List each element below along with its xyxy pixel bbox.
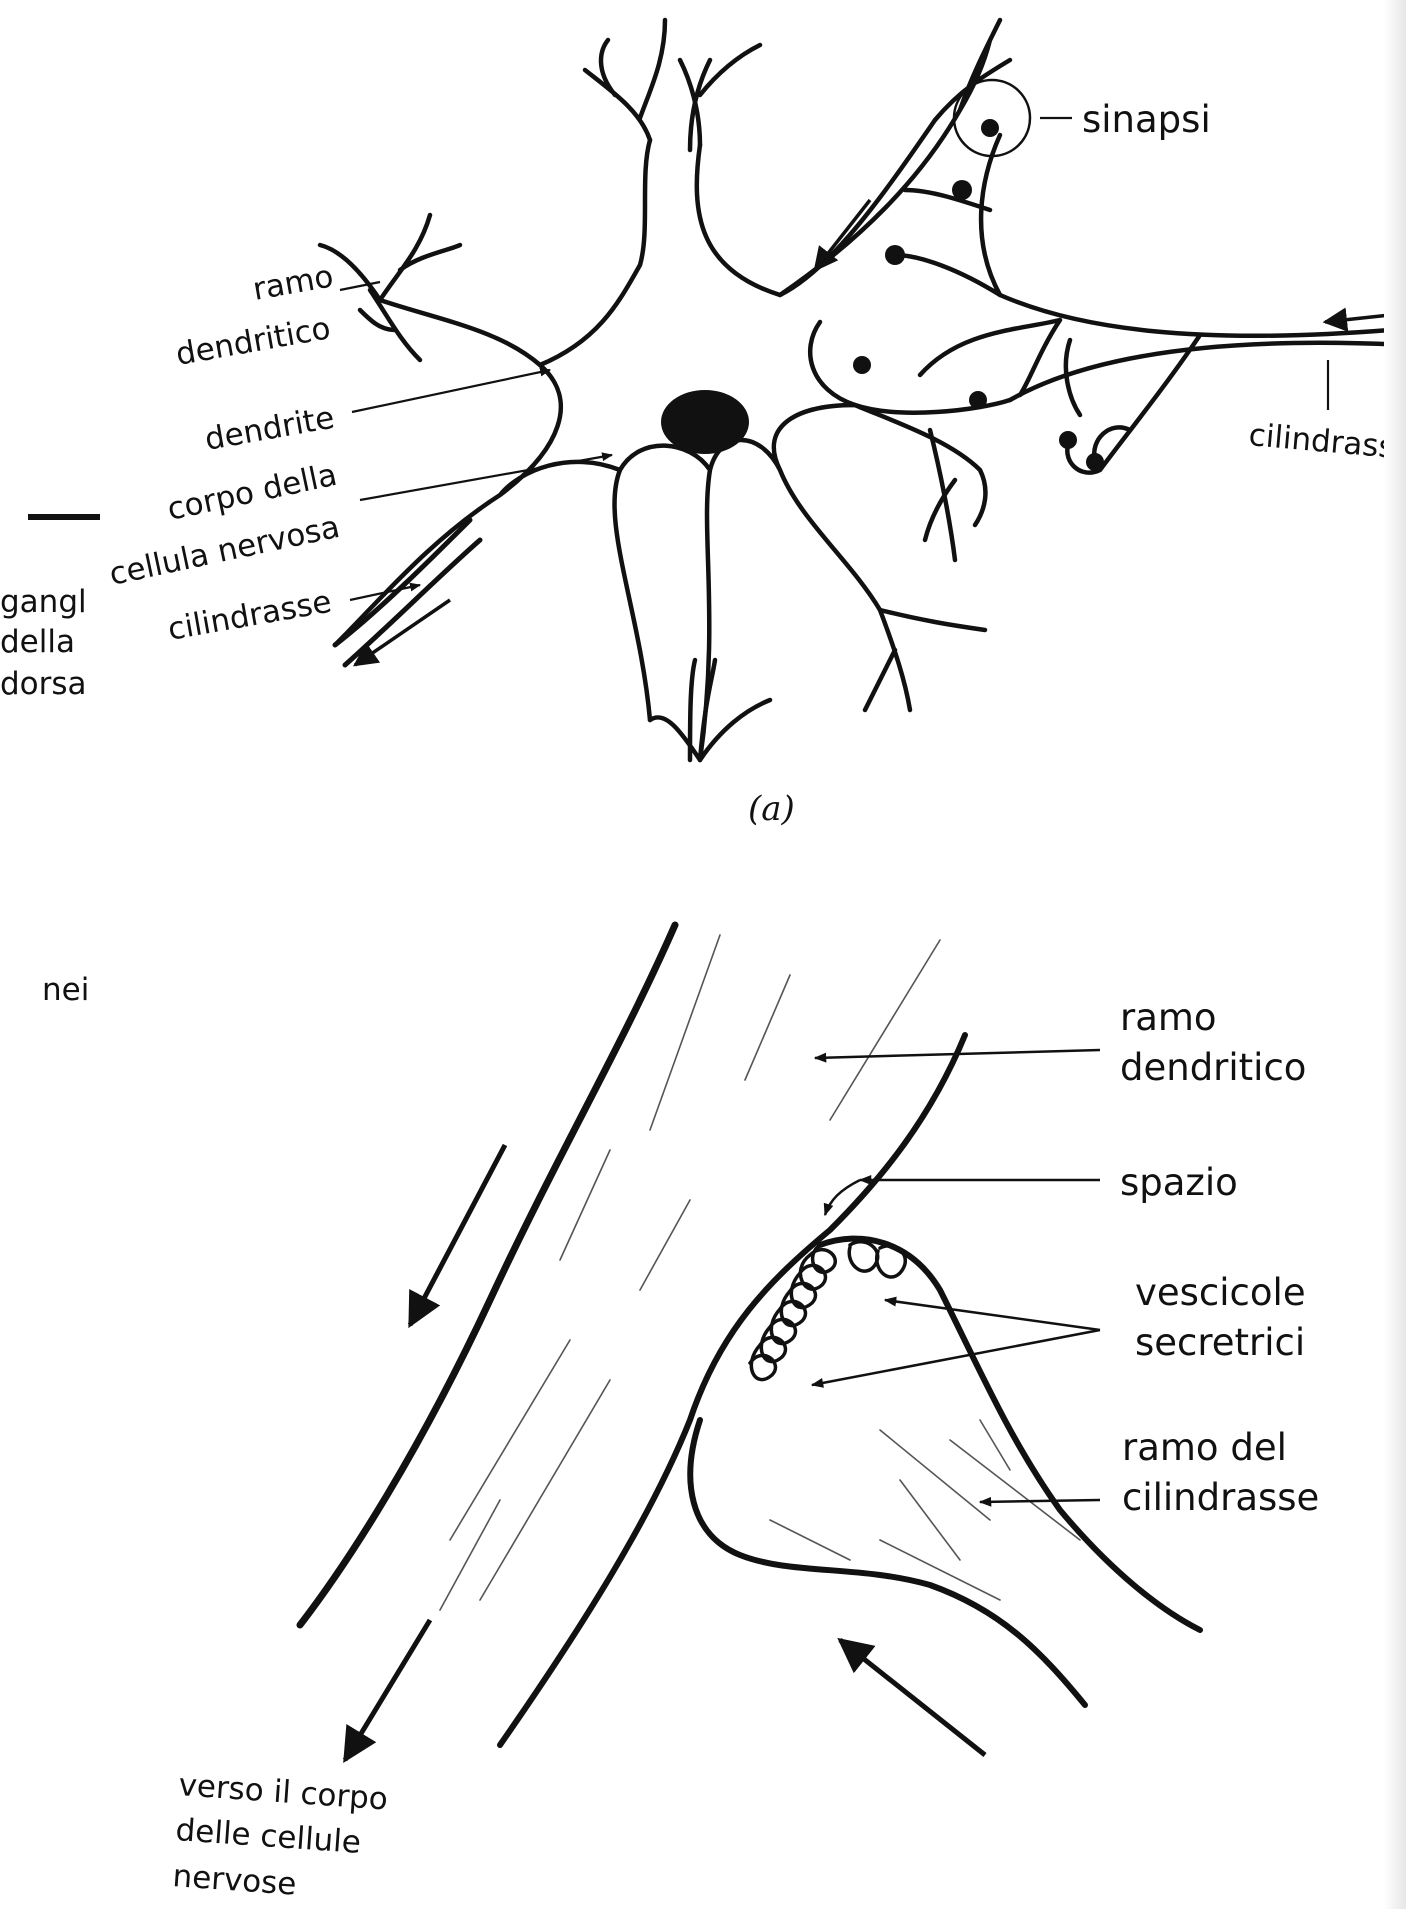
label-cellula-nervosa: cellula nervosa (106, 509, 343, 593)
leader-lines-b (810, 1048, 1101, 1507)
margin-text-dorsa: dorsa (0, 666, 87, 702)
texture-strokes (439, 934, 1081, 1611)
axon-branches (892, 132, 1203, 475)
dendrite-lower-right (852, 402, 988, 563)
margin-text-gangl: gangl (0, 584, 87, 620)
dendrite-bottom-right (862, 607, 988, 713)
label-spazio: spazio (1120, 1161, 1238, 1204)
dendrite-wall-right (497, 1032, 968, 1748)
flow-arrows-b (342, 1143, 987, 1763)
margin-dash (28, 514, 100, 520)
margin-text-nei: nei (42, 972, 89, 1008)
label-nervose: nervose (171, 1858, 297, 1903)
label-ramo-b: ramo (1120, 996, 1217, 1039)
nucleus (661, 390, 749, 454)
label-secretrici: secretrici (1135, 1321, 1305, 1364)
label-dendritico-b: dendritico (1120, 1046, 1306, 1089)
dendrite-top-left (582, 17, 763, 153)
leader-lines-a (339, 116, 1330, 602)
label-sinapsi: sinapsi (1082, 98, 1211, 141)
label-vescicole: vescicole (1135, 1271, 1306, 1314)
label-cilindrasse-right: cilindrasse (1247, 417, 1406, 467)
dendrite-top-center (677, 57, 703, 148)
page-edge-shadow (1384, 0, 1406, 1909)
label-verso-il-corpo: verso il corpo (177, 1767, 389, 1818)
neuron-figure-a (317, 17, 1406, 763)
dendrite-wall-left (296, 921, 679, 1629)
margin-text-della: della (0, 624, 75, 660)
label-cilindrasse-b: cilindrasse (1122, 1476, 1319, 1519)
synaptic-knobs-a (853, 119, 1104, 471)
axon-right-outer (1007, 340, 1406, 403)
secretory-vesicles (748, 1240, 907, 1382)
caption-a: (a) (748, 789, 795, 829)
label-ramo-del: ramo del (1122, 1426, 1287, 1469)
axon-left-inner (342, 537, 483, 668)
dendrite-upper-left (317, 212, 463, 363)
synapse-figure-b (296, 921, 1203, 1748)
label-cilindrasse-left: cilindrasse (165, 584, 334, 648)
dendrite-bottom-center (647, 657, 773, 763)
axon-left-outer (332, 517, 473, 648)
label-ramo-a: ramo (250, 258, 336, 308)
flow-arrows-a (352, 198, 1391, 667)
labels-figure-b: nei ramo dendritico spazio vescicole sec… (42, 972, 1319, 1903)
synapse-circle (952, 78, 1032, 158)
label-dendritico-a: dendritico (173, 310, 333, 373)
label-delle-cellule: delle cellule (174, 1812, 362, 1861)
label-dendrite: dendrite (202, 400, 337, 458)
axon-right-inner (997, 292, 1393, 339)
